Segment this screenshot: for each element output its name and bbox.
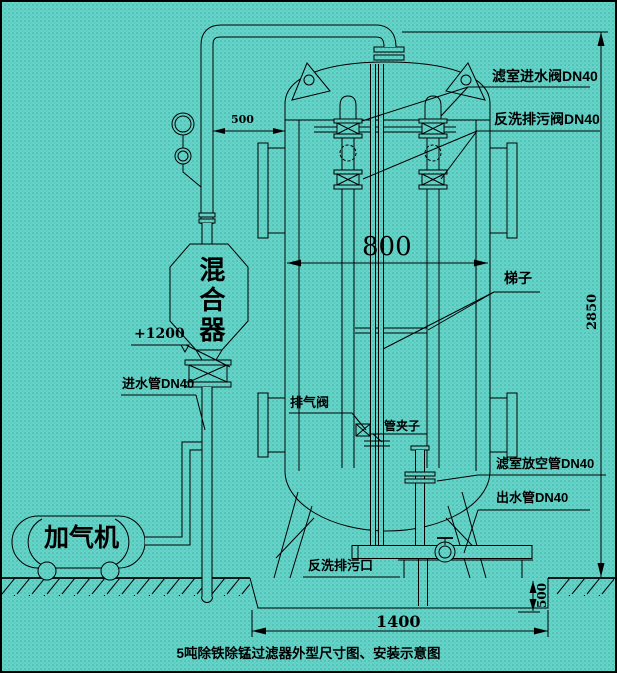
leader-lines: [121, 86, 606, 578]
pipe-clamp-label: 管夹子: [384, 419, 421, 433]
riser-left: [333, 95, 363, 468]
elevation-marker: [131, 344, 231, 368]
backwash-drain-valve-label: 反洗排污阀DN40: [494, 111, 600, 127]
dim-500-top: [212, 117, 285, 136]
vent-flange: [404, 471, 436, 477]
filter-inlet-valve-label: 滤室进水阀DN40: [492, 68, 598, 84]
dim-500-pit-text: 500: [535, 582, 549, 608]
riser-right: [418, 95, 448, 468]
tank-dome: [284, 61, 491, 105]
dim-800: [287, 259, 488, 267]
top-flange: [373, 46, 405, 53]
dimensions: [131, 31, 608, 637]
nozzle-upper-right: [490, 142, 518, 239]
inlet-pipe-label: 进水管DN40: [122, 376, 195, 391]
center-piping: [355, 46, 436, 606]
tank-internals: [314, 95, 456, 468]
wheel: [37, 561, 57, 581]
dim-2850-text: 2850: [585, 293, 600, 330]
dim-500-pit: [518, 581, 540, 613]
chamber-vent-pipe-label: 滤室放空管DN40: [496, 456, 595, 471]
wheel: [100, 561, 120, 581]
vent-pipe-cap: [410, 445, 430, 451]
pressure-gauge: [171, 112, 202, 188]
outlet-piping: [351, 537, 533, 578]
mixer-label: 混合器: [195, 256, 226, 346]
outlet-pipe-label: 出水管DN40: [496, 490, 569, 505]
drawing-title: 5吨除铁除锰过滤器外型尺寸图、安装示意图: [176, 646, 441, 661]
dim-1400-text: 1400: [376, 612, 421, 631]
nozzle-lower-left: [257, 392, 285, 458]
dim-500-top-text: 500: [231, 113, 254, 126]
elevation-label: +1200: [134, 326, 185, 342]
ladder-label: 梯子: [504, 270, 532, 286]
aerator-label: 加气机: [44, 524, 120, 552]
mixer-vessel: [169, 243, 249, 388]
nozzle-upper-left: [257, 142, 285, 239]
backwash-outlet-label: 反洗排污口: [308, 558, 374, 573]
tank-bottom-dish: [284, 470, 491, 532]
exhaust-valve-label: 排气阀: [290, 395, 330, 410]
tank-legs: [273, 491, 487, 579]
inlet-piping: [11, 24, 397, 603]
dim-800-text: 800: [362, 232, 412, 262]
aerator-machine: [11, 515, 146, 581]
nozzle-lower-right: [490, 392, 518, 458]
dim-1400: [251, 610, 549, 637]
dim-2850: [402, 31, 608, 577]
